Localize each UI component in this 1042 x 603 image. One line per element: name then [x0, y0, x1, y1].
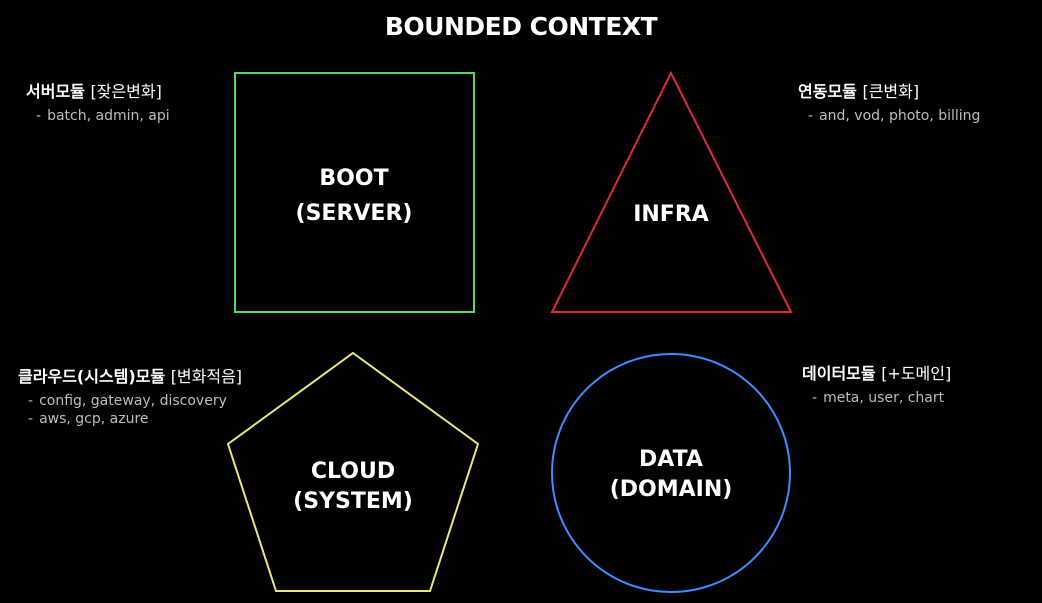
cloud-module-heading: 클라우드(시스템)모듈 [변화적음]	[18, 363, 242, 387]
cloud-module-title: 클라우드(시스템)모듈	[18, 367, 166, 386]
infra-label: INFRA	[633, 202, 709, 227]
server-module-heading: 서버모듈 [잦은변화]	[26, 78, 170, 102]
cloud-system-pentagon	[226, 351, 480, 592]
integration-module-item: -and, vod, photo, billing	[808, 108, 981, 124]
data-module-item: -meta, user, chart	[812, 390, 945, 406]
boot-server-square	[234, 72, 475, 313]
cloud-module-tag: [변화적음]	[170, 367, 243, 386]
data-sublabel: (DOMAIN)	[610, 477, 733, 502]
data-domain-circle	[551, 353, 791, 593]
data-label: DATA	[639, 447, 703, 472]
data-module-title: 데이터모듈	[802, 364, 876, 383]
cloud-module-note: 클라우드(시스템)모듈 [변화적음] -config, gateway, dis…	[18, 363, 242, 427]
integration-module-tag: [큰변화]	[862, 82, 920, 101]
boot-label: BOOT	[319, 166, 388, 191]
integration-module-heading: 연동모듈 [큰변화]	[798, 78, 980, 102]
cloud-label: CLOUD	[311, 459, 395, 484]
cloud-module-item: -aws, gcp, azure	[28, 411, 149, 427]
boot-sublabel: (SERVER)	[296, 201, 413, 226]
server-module-item: -batch, admin, api	[36, 108, 170, 124]
diagram-title: BOUNDED CONTEXT	[384, 12, 658, 41]
data-module-note: 데이터모듈 [+도메인] -meta, user, chart	[802, 360, 951, 406]
integration-module-note: 연동모듈 [큰변화] -and, vod, photo, billing	[798, 78, 980, 124]
data-module-heading: 데이터모듈 [+도메인]	[802, 360, 951, 384]
cloud-module-item: -config, gateway, discovery	[28, 393, 227, 409]
infra-triangle	[550, 70, 793, 313]
server-module-tag: [잦은변화]	[90, 82, 162, 101]
integration-module-title: 연동모듈	[798, 82, 857, 101]
cloud-sublabel: (SYSTEM)	[293, 489, 413, 514]
server-module-title: 서버모듈	[26, 82, 85, 101]
data-module-tag: [+도메인]	[881, 364, 952, 383]
server-module-note: 서버모듈 [잦은변화] -batch, admin, api	[26, 78, 170, 124]
